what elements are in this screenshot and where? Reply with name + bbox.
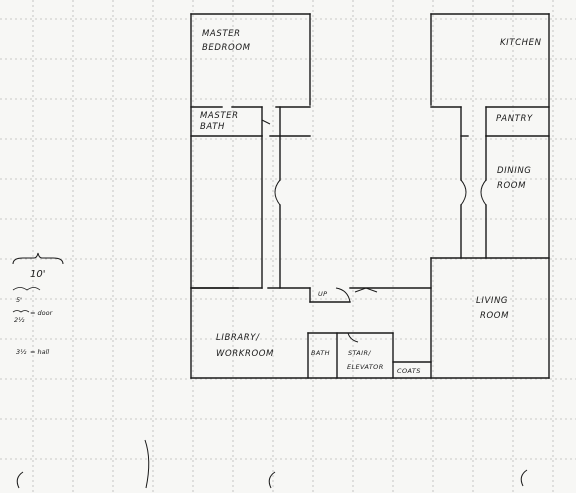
walls [190, 13, 550, 379]
door-width-label: 2½ [14, 316, 25, 324]
label-living-2: ROOM [480, 311, 509, 321]
door-dining [480, 179, 487, 206]
label-pantry: PANTRY [496, 114, 533, 124]
label-up: UP [318, 290, 327, 298]
door-left-hall [274, 179, 281, 206]
label-master-bath-2: BATH [200, 122, 225, 132]
label-dining: DINING [497, 166, 531, 176]
label-living: LIVING [476, 296, 508, 306]
label-kitchen: KITCHEN [500, 38, 542, 48]
label-stair-2: ELEVATOR [347, 363, 384, 371]
hole-mark-right [520, 469, 528, 487]
door-note: = door [30, 309, 54, 317]
scale-label: 10' [30, 269, 45, 280]
label-master-bedroom: MASTER [202, 29, 241, 39]
label-master-bedroom-2: BEDROOM [202, 43, 251, 53]
binder-marks [16, 439, 528, 489]
hole-mark-middle [268, 471, 276, 489]
label-library-2: WORKROOM [216, 349, 274, 359]
scale-brace [12, 252, 64, 265]
door-entry [354, 287, 378, 293]
hall-note: = hall [30, 348, 49, 356]
margin-stroke [144, 439, 150, 489]
room-labels: MASTER BEDROOM MASTER BATH KITCHEN PANTR… [200, 29, 542, 375]
hole-mark-left [16, 471, 24, 489]
label-master-bath: MASTER [200, 111, 239, 121]
door-swings [261, 119, 487, 343]
label-library: LIBRARY/ [216, 333, 260, 343]
door-master-bath [261, 119, 271, 125]
label-coats: COATS [397, 367, 421, 375]
door-brace [12, 310, 30, 313]
half-scale-label: 5' [16, 296, 22, 304]
hall-width-label: 3½ [16, 348, 27, 356]
door-up [335, 287, 351, 303]
door-right-hall [460, 179, 467, 206]
label-bath: BATH [311, 349, 330, 357]
label-stair: STAIR/ [348, 349, 371, 357]
door-stair [347, 332, 359, 343]
scale-legend: 10' 5' 2½ = door 3½ = hall [12, 252, 64, 356]
half-scale-brace [12, 287, 41, 291]
label-dining-2: ROOM [497, 181, 526, 191]
